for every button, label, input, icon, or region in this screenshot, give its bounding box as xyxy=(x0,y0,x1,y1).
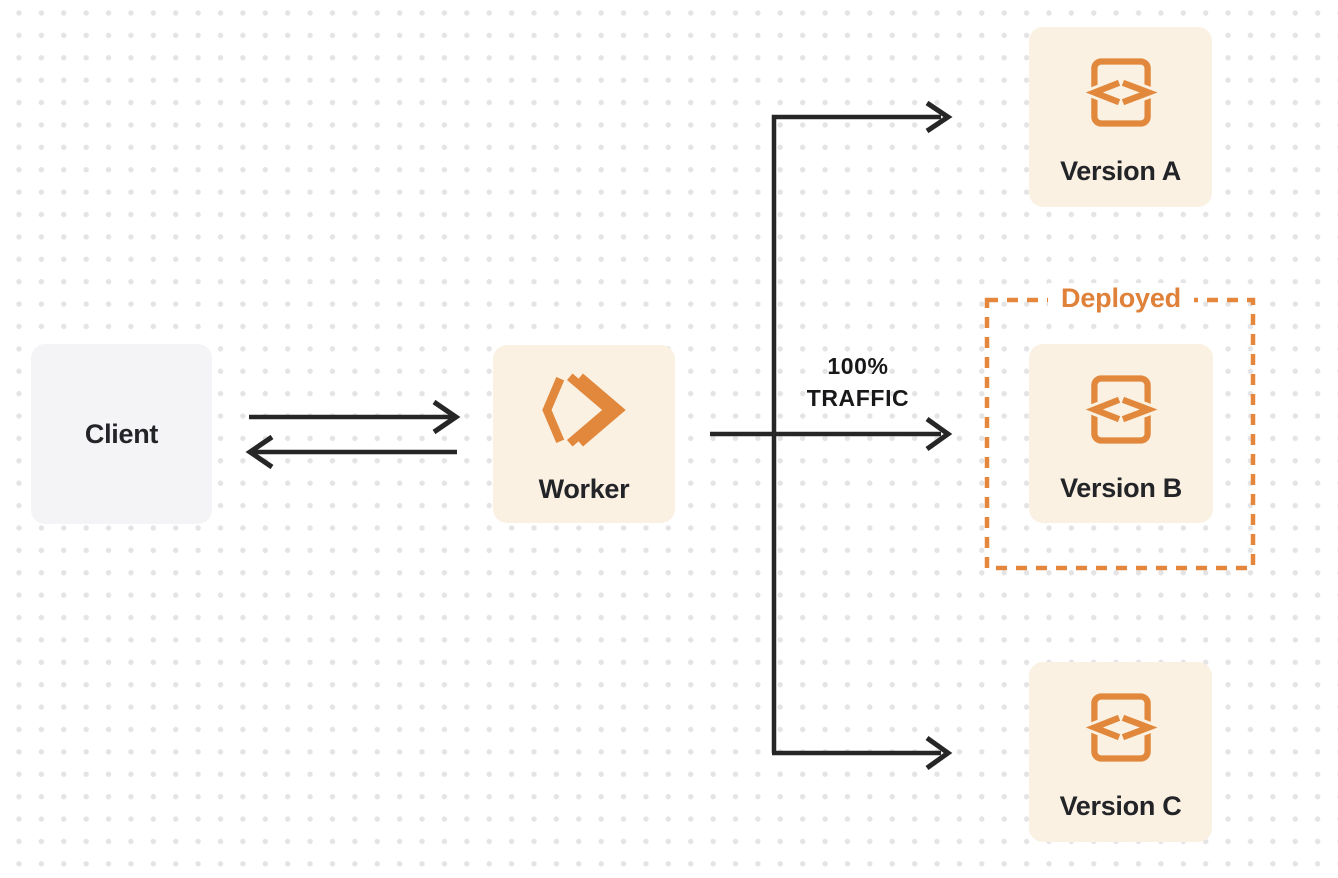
version-c-label: Version C xyxy=(1059,791,1182,821)
version-a-label: Version A xyxy=(1060,156,1181,186)
node-version-c: Version C xyxy=(1029,662,1212,842)
deployed-dashed-box xyxy=(984,297,1256,571)
worker-label: Worker xyxy=(538,474,630,504)
deployed-badge-label: Deployed xyxy=(1048,283,1194,313)
arrow-worker-to-version-a xyxy=(771,100,953,753)
traffic-word: TRAFFIC xyxy=(806,385,910,411)
node-version-b: Version B xyxy=(1029,344,1213,523)
cloudflare-workers-logo-icon xyxy=(542,373,626,447)
code-file-icon xyxy=(1077,690,1166,764)
code-file-icon xyxy=(1077,372,1166,446)
code-file-icon xyxy=(1077,55,1166,129)
traffic-percentage-label: 100% TRAFFIC xyxy=(778,350,938,414)
arrow-worker-to-version-b xyxy=(710,416,953,452)
version-b-label: Version B xyxy=(1060,473,1182,503)
arrow-worker-to-version-c xyxy=(772,735,953,771)
arrow-worker-to-client xyxy=(245,434,457,470)
arrow-client-to-worker xyxy=(249,399,461,435)
traffic-percentage-value: 100% xyxy=(827,353,889,379)
node-version-a: Version A xyxy=(1029,27,1212,207)
node-client: Client xyxy=(31,344,212,524)
client-label: Client xyxy=(84,418,159,449)
node-worker: Worker xyxy=(493,345,675,523)
